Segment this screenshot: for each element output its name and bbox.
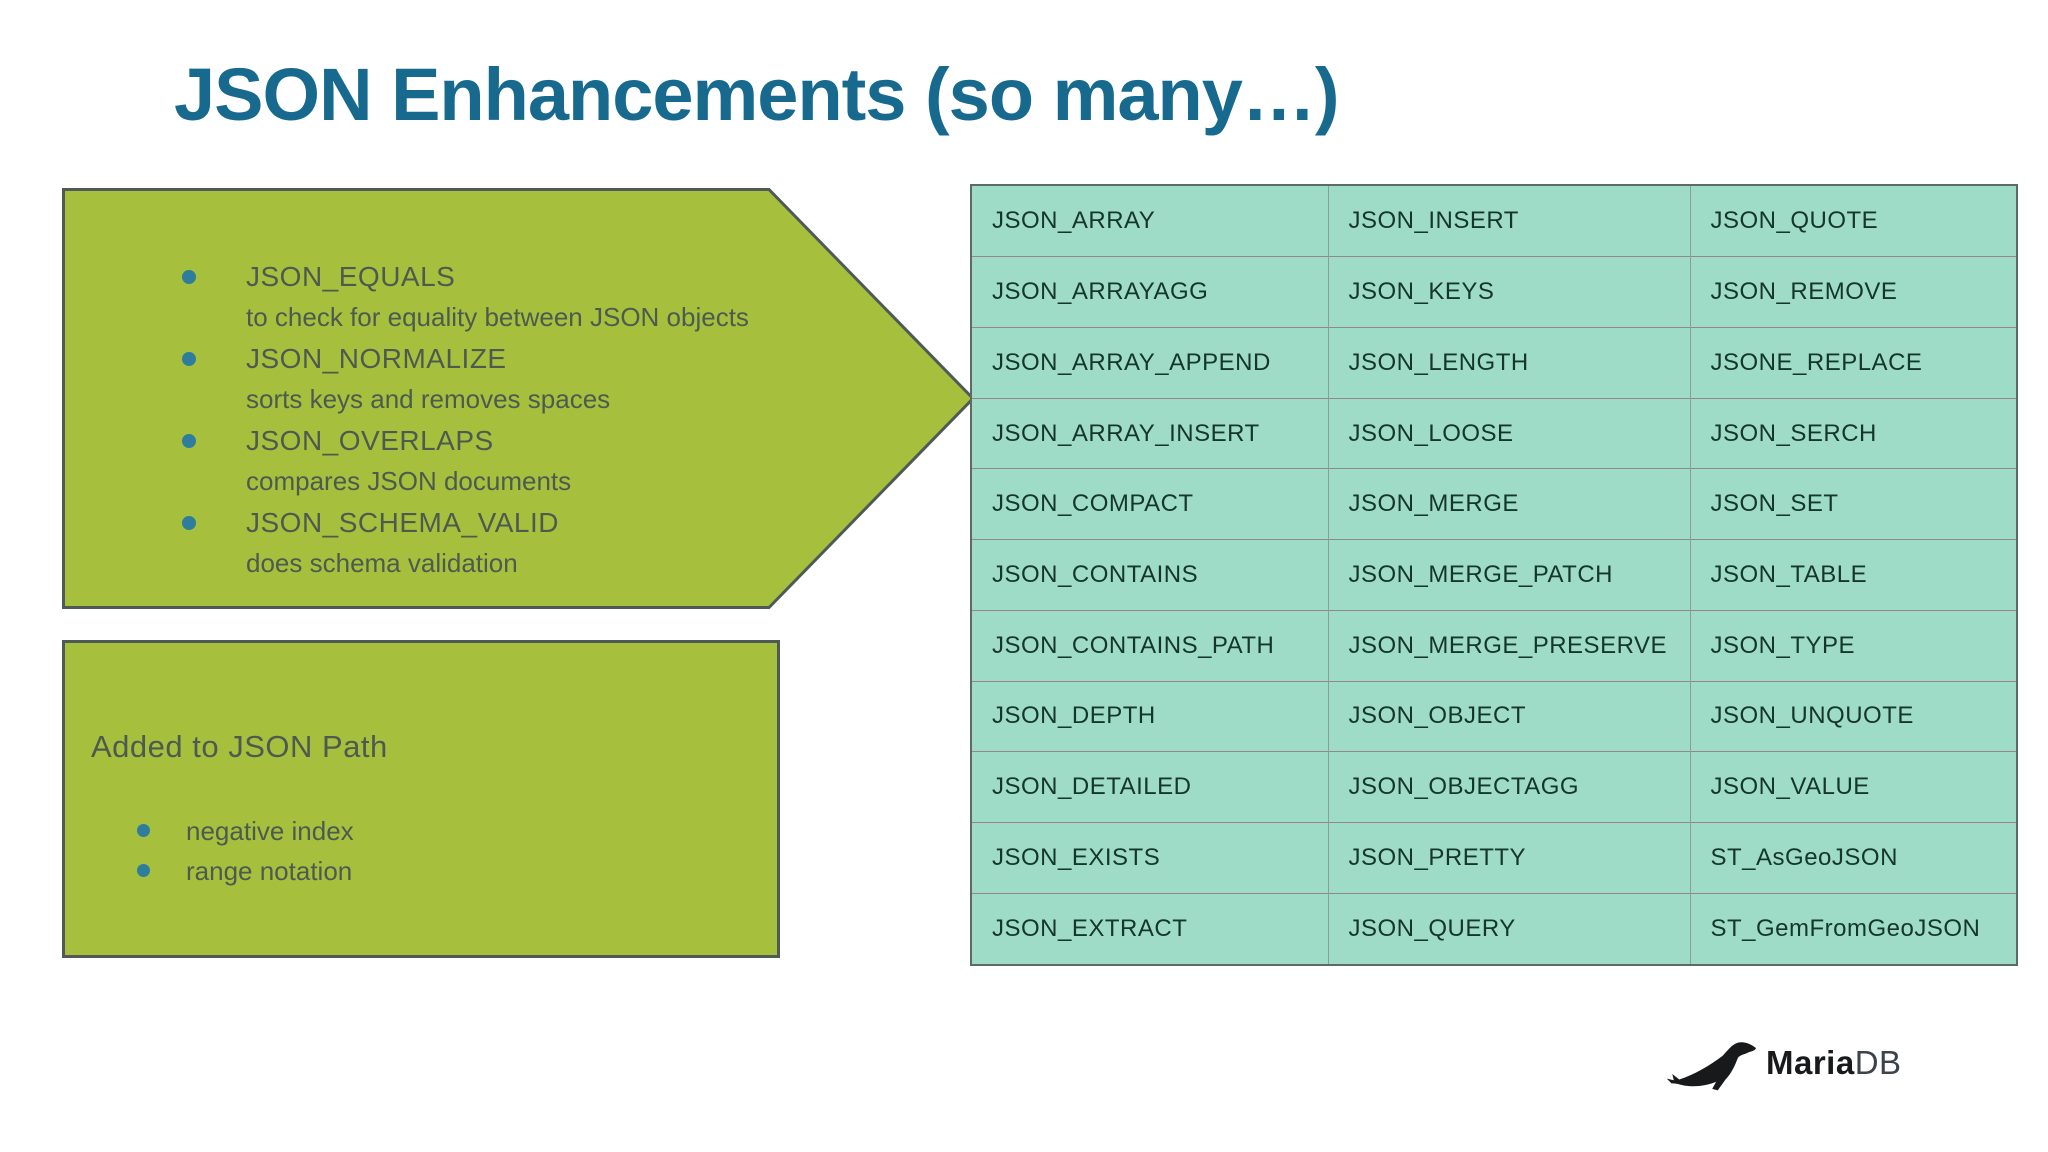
mariadb-wordmark-db: DB: [1854, 1044, 1902, 1081]
arrow-bullet-text: JSON_OVERLAPS compares JSON documents: [246, 420, 571, 502]
function-description: does schema validation: [246, 548, 518, 578]
table-cell: JSON_SET: [1689, 468, 2017, 540]
table-cell: JSON_QUERY: [1327, 892, 1690, 965]
table-cell: JSON_OBJECT: [1327, 680, 1690, 752]
function-description: sorts keys and removes spaces: [246, 384, 611, 414]
bullet-dot-icon: [182, 270, 196, 284]
table-cell: JSON_MERGE: [1327, 468, 1690, 540]
json-path-bullet-item: range notation: [137, 851, 354, 891]
table-cell: JSON_VALUE: [1689, 751, 2017, 823]
table-cell: JSON_CONTAINS_PATH: [971, 609, 1328, 682]
table-cell: JSON_PRETTY: [1327, 821, 1690, 894]
mariadb-wordmark-maria: Maria: [1766, 1044, 1855, 1081]
table-cell: JSON_TABLE: [1689, 539, 2017, 611]
json-path-box: Added to JSON Path negative index range n…: [62, 640, 780, 958]
function-name: JSON_SCHEMA_VALID: [246, 507, 559, 538]
mariadb-logo: MariaDB: [1666, 1034, 1902, 1092]
table-cell: JSONE_REPLACE: [1689, 327, 2017, 399]
function-description: compares JSON documents: [246, 466, 572, 496]
table-cell: JSON_EXISTS: [971, 821, 1328, 894]
table-cell: JSON_QUOTE: [1689, 185, 2017, 257]
json-path-bullet-label: range notation: [186, 856, 353, 886]
table-cell: ST_GemFromGeoJSON: [1689, 892, 2017, 965]
seal-icon: [1666, 1042, 1757, 1091]
page-title: JSON Enhancements (so many…): [174, 53, 1340, 136]
arrow-polygon: [62, 188, 976, 609]
function-name: JSON_EQUALS: [246, 261, 456, 292]
table-cell: JSON_MERGE_PRESERVE: [1327, 609, 1690, 682]
bullet-dot-icon: [137, 864, 150, 877]
json-path-bullet-item: negative index: [137, 811, 354, 851]
table-cell: JSON_UNQUOTE: [1689, 680, 2017, 752]
table-cell: JSON_SERCH: [1689, 397, 2017, 469]
table-cell: JSON_REMOVE: [1689, 256, 2017, 328]
table-cell: JSON_ARRAY_APPEND: [971, 327, 1328, 399]
function-description: to check for equality between JSON objec…: [246, 302, 749, 332]
table-cell: JSON_ARRAYAGG: [971, 256, 1328, 328]
table-cell: JSON_ARRAY_INSERT: [971, 397, 1328, 469]
mariadb-wordmark: MariaDB: [1766, 1044, 1902, 1082]
function-name: JSON_NORMALIZE: [246, 343, 507, 374]
table-cell: JSON_CONTAINS: [971, 539, 1328, 611]
table-cell: JSON_LENGTH: [1327, 327, 1690, 399]
table-cell: ST_AsGeoJSON: [1689, 821, 2017, 894]
table-cell: JSON_INSERT: [1327, 185, 1690, 257]
function-name: JSON_OVERLAPS: [246, 425, 494, 456]
json-path-bullet-label: negative index: [186, 816, 354, 846]
table-cell: JSON_LOOSE: [1327, 397, 1690, 469]
table-cell: JSON_ARRAY: [992, 207, 1156, 235]
json-path-bullet-list: negative index range notation: [137, 811, 354, 891]
table-cell: JSON_TYPE: [1689, 609, 2017, 682]
arrow-shape: [62, 188, 976, 609]
table-cell: JSON_KEYS: [1327, 256, 1690, 328]
arrow-bullet-item: JSON_OVERLAPS compares JSON documents: [182, 420, 822, 502]
table-cell: JSON_MERGE_PATCH: [1327, 539, 1690, 611]
table-cell: JSON_DEPTH: [971, 680, 1328, 752]
table-cell: JSON_COMPACT: [971, 468, 1328, 540]
bullet-dot-icon: [182, 516, 196, 530]
table-cell: JSON_EXTRACT: [971, 892, 1328, 965]
json-path-heading: Added to JSON Path: [91, 729, 388, 764]
table-cell: JSON_DETAILED: [971, 751, 1328, 823]
bullet-dot-icon: [137, 824, 150, 837]
table-cell: JSON_OBJECTAGG: [1327, 751, 1690, 823]
bullet-dot-icon: [182, 352, 196, 366]
bullet-dot-icon: [182, 434, 196, 448]
